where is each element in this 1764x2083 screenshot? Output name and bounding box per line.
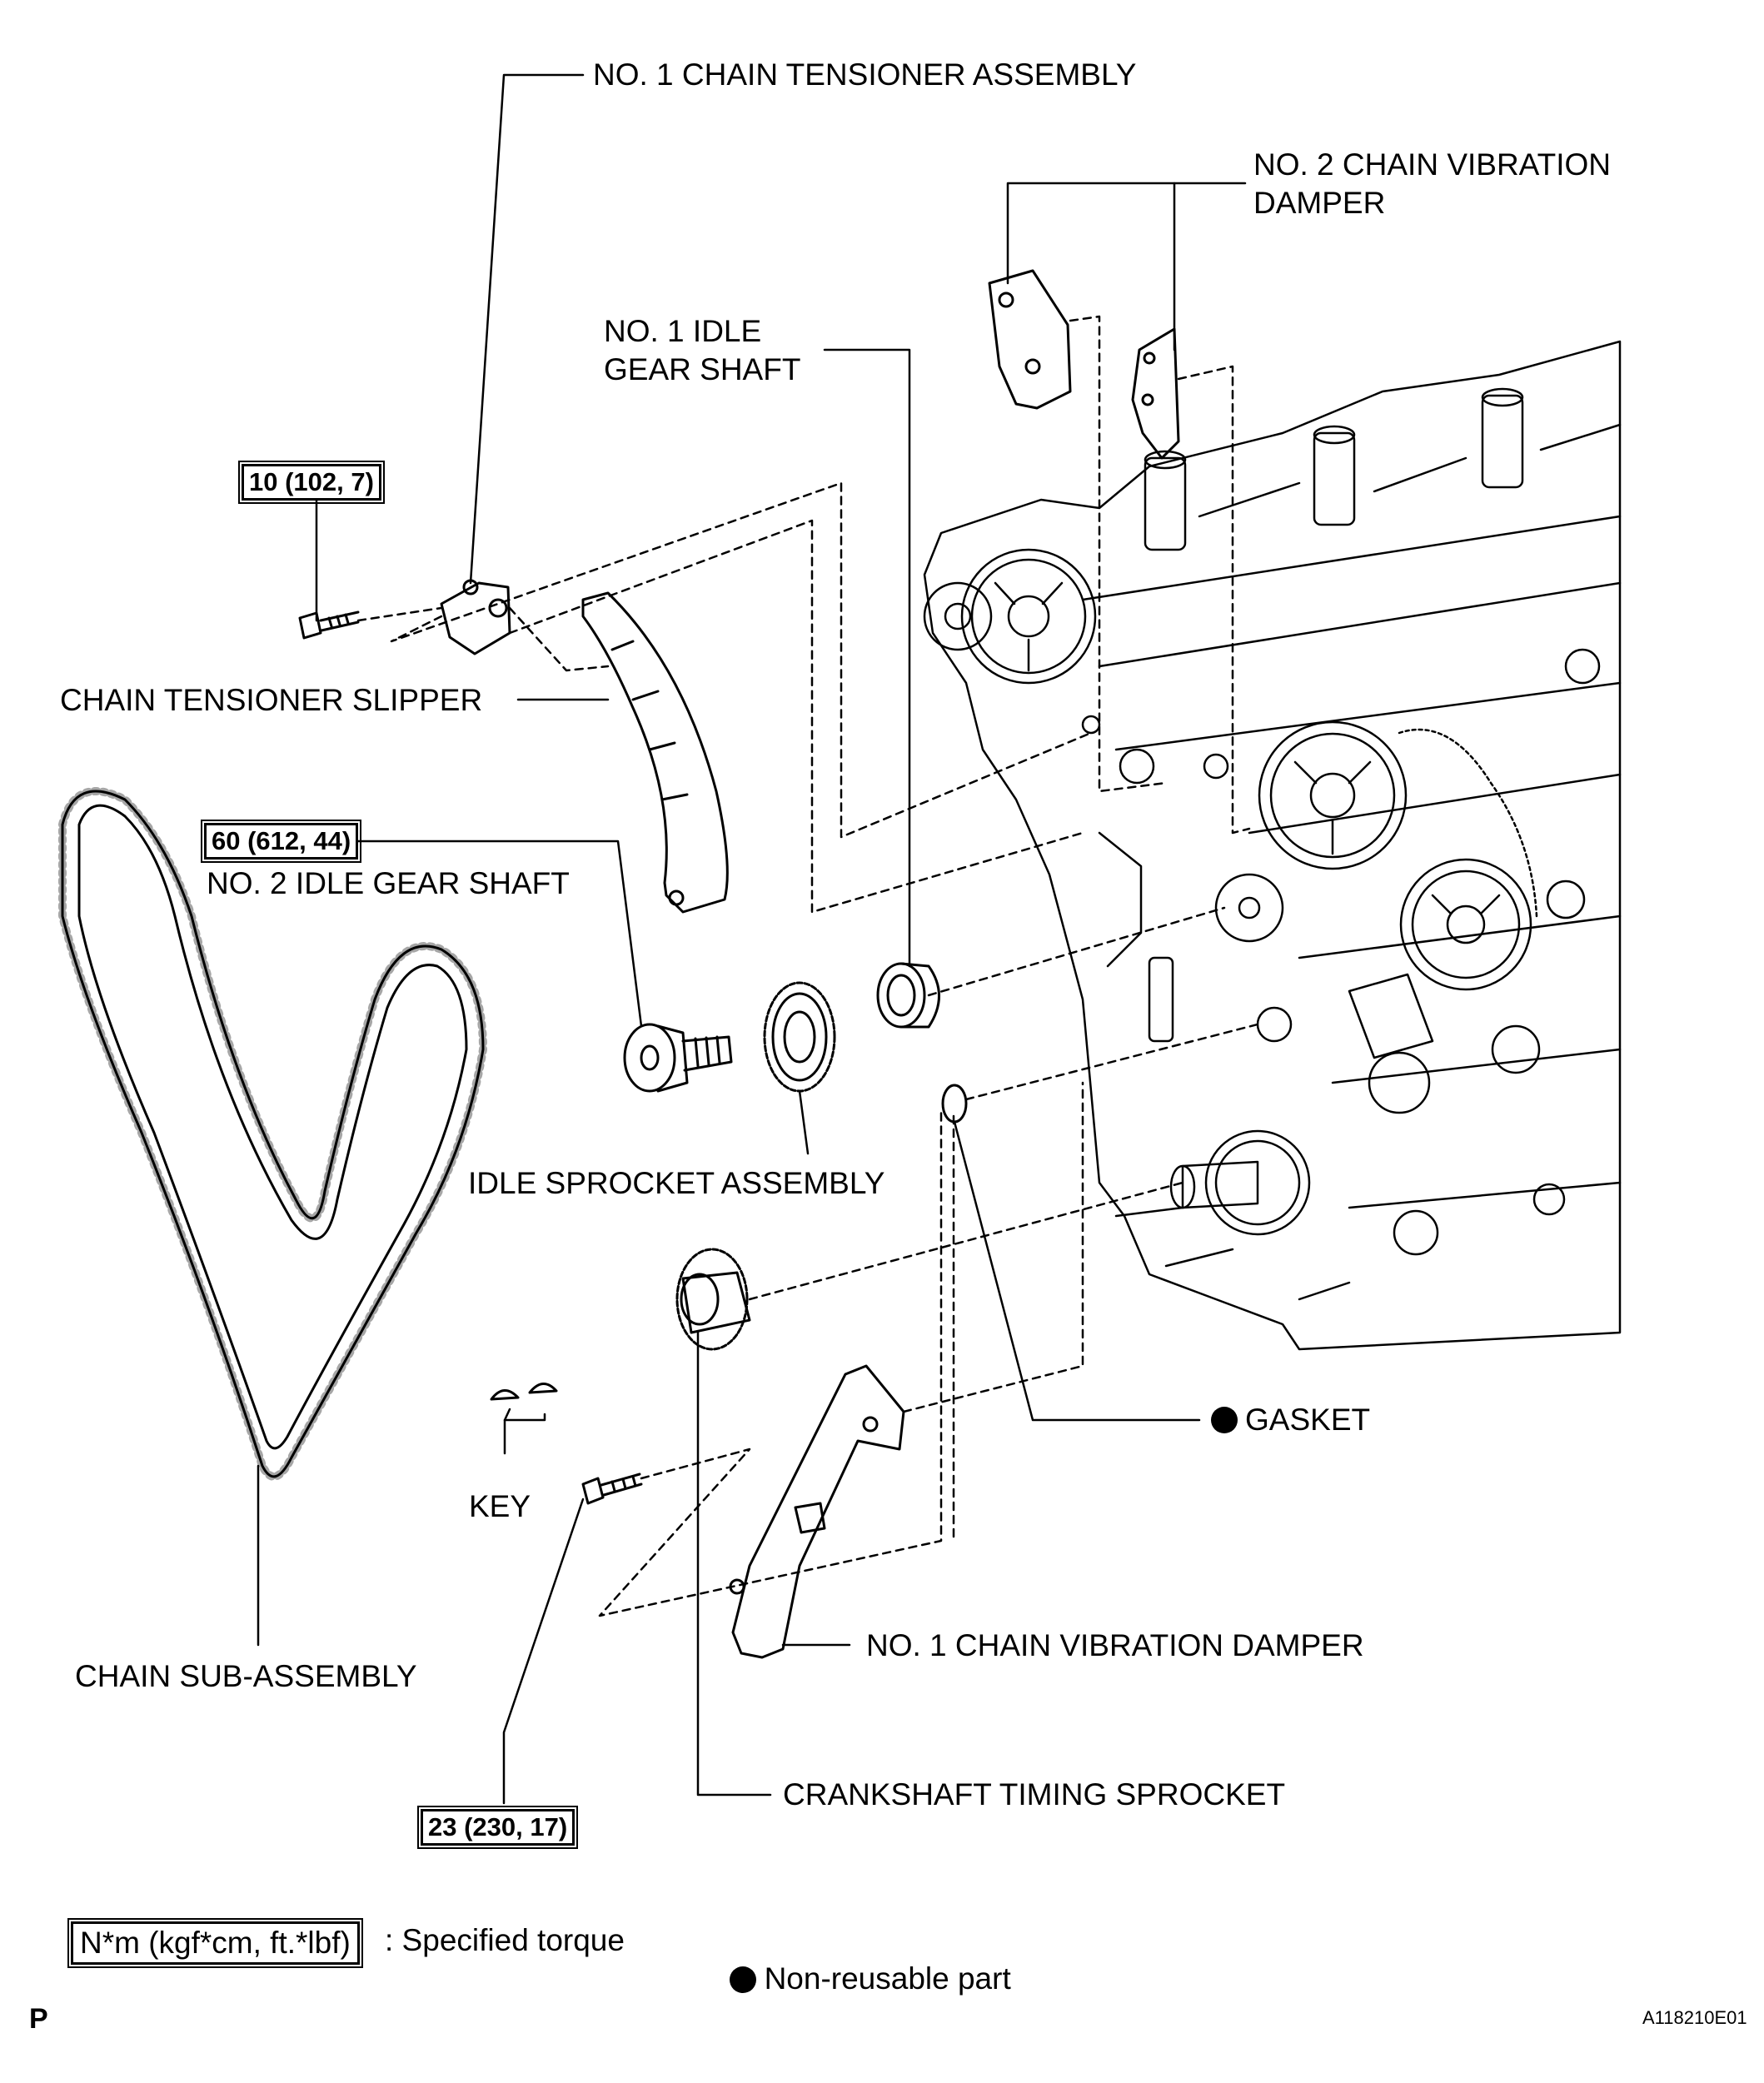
idle-sprocket-part (763, 981, 836, 1093)
label-no2-idle-gear-shaft: NO. 2 IDLE GEAR SHAFT (207, 866, 570, 900)
gasket-nonreusable-dot (1211, 1407, 1238, 1433)
corner-mark: P (29, 2003, 48, 2035)
no2-idle-gear-shaft-part (623, 1023, 733, 1093)
no1-idle-gear-shaft-part (876, 962, 940, 1029)
label-no1-idle-gear-shaft: NO. 1 IDLE GEAR SHAFT (604, 314, 801, 386)
label-tensioner-assembly: NO. 1 CHAIN TENSIONER ASSEMBLY (593, 57, 1137, 92)
legend-nonreusable: Non-reusable part (712, 1921, 1011, 1998)
legend-nonreusable-text: Non-reusable part (764, 1961, 1011, 1996)
torque-damper-bolt: 23 (230, 17) (416, 1806, 579, 1849)
no2-vibration-damper-parts (988, 269, 1180, 460)
tensioner-assembly-part (298, 579, 511, 655)
label-no1-vibration-damper: NO. 1 CHAIN VIBRATION DAMPER (866, 1628, 1364, 1662)
label-crank-sprocket: CRANKSHAFT TIMING SPROCKET (783, 1777, 1286, 1811)
no1-vibration-damper-part (581, 1364, 905, 1659)
label-idle-sprocket: IDLE SPROCKET ASSEMBLY (468, 1166, 885, 1200)
label-gasket: GASKET (1245, 1403, 1371, 1437)
label-no2-vibration-damper: NO. 2 CHAIN VIBRATION DAMPER (1253, 147, 1611, 220)
crank-sprocket-part (675, 1248, 751, 1351)
leader-lines (257, 73, 1247, 1805)
legend-torque-text: : Specified torque (385, 1923, 625, 1957)
tensioner-slipper-part (581, 591, 729, 914)
assembly-guide-lines (356, 315, 1259, 1617)
chain-part (58, 787, 487, 1481)
key-parts (490, 1383, 558, 1401)
label-chain: CHAIN SUB-ASSEMBLY (75, 1659, 417, 1693)
engine-block (923, 340, 1622, 1351)
torque-no2-idle-gear-shaft: 60 (612, 44) (200, 820, 362, 863)
label-key: KEY (469, 1489, 531, 1523)
legend-torque-box: N*m (kgf*cm, ft.*lbf) (67, 1918, 363, 1968)
nonreusable-dot-icon (729, 1966, 756, 1993)
figure-id: A118210E01 (1642, 2007, 1747, 2028)
torque-tensioner-bolt: 10 (102, 7) (238, 461, 385, 504)
label-tensioner-slipper: CHAIN TENSIONER SLIPPER (60, 683, 483, 717)
